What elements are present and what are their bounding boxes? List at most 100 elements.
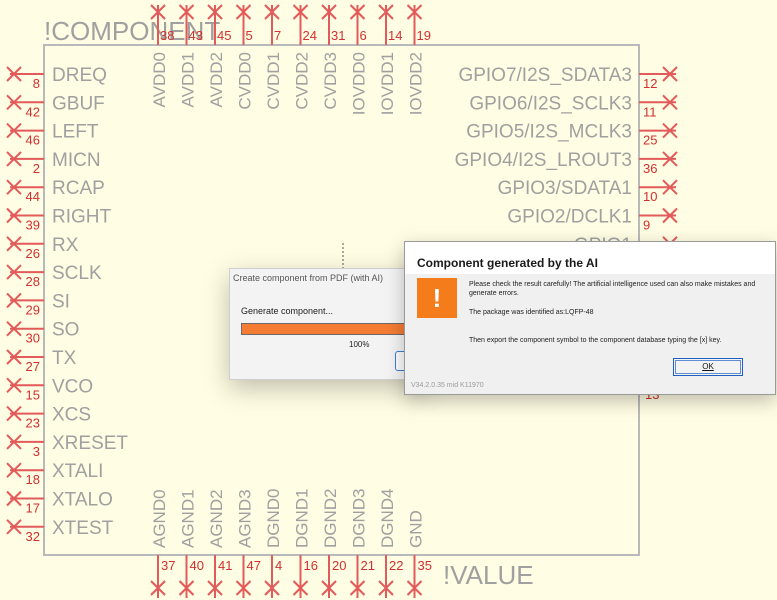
pin-name: AVDD2: [207, 52, 226, 107]
pin-number: 42: [26, 104, 40, 119]
component-name-label: !COMPONENT: [44, 16, 220, 46]
ok-button[interactable]: OK: [673, 358, 743, 376]
pin-number: 21: [361, 558, 375, 573]
progress-dialog-title: Create component from PDF (with AI): [233, 273, 384, 283]
pin-unconnected-marker[interactable]: [235, 4, 252, 20]
pin-unconnected-marker[interactable]: [6, 519, 22, 535]
pin-number: 11: [643, 104, 657, 119]
pin-unconnected-marker[interactable]: [6, 462, 22, 478]
pin-unconnected-marker[interactable]: [662, 151, 678, 167]
pin-name: DGND2: [321, 488, 340, 548]
pin-name: DGND4: [378, 488, 397, 548]
pin-number: 37: [161, 558, 175, 573]
pin-name: RIGHT: [52, 207, 112, 228]
pin-unconnected-marker[interactable]: [662, 122, 678, 139]
pin-number: 22: [389, 558, 403, 573]
pin-unconnected-marker[interactable]: [6, 122, 22, 139]
pin-number: 46: [26, 133, 40, 148]
pin-unconnected-marker[interactable]: [349, 580, 366, 596]
pin-number: 38: [160, 28, 174, 43]
pin-unconnected-marker[interactable]: [235, 580, 252, 596]
ai-result-dialog: Component generated by the AI ! Please c…: [404, 241, 776, 395]
pin-unconnected-marker[interactable]: [150, 4, 166, 20]
pin-unconnected-marker[interactable]: [207, 580, 223, 596]
pin-unconnected-marker[interactable]: [321, 4, 337, 20]
pin-unconnected-marker[interactable]: [378, 4, 394, 20]
pin-unconnected-marker[interactable]: [6, 434, 22, 450]
pin-name: AGND3: [236, 489, 255, 548]
pin-number: 27: [26, 359, 40, 374]
pin-number: 24: [303, 28, 317, 43]
pin-name: XTALO: [52, 490, 113, 511]
pin-unconnected-marker[interactable]: [6, 236, 22, 252]
pin-unconnected-marker[interactable]: [6, 66, 22, 82]
pin-number: 16: [304, 558, 318, 573]
pin-number: 10: [643, 189, 657, 204]
pin-unconnected-marker[interactable]: [6, 377, 22, 394]
pin-unconnected-marker[interactable]: [662, 207, 678, 224]
pin-number: 18: [26, 472, 40, 487]
pin-number: 12: [643, 76, 657, 91]
pin-name: RCAP: [52, 178, 105, 199]
pin-unconnected-marker[interactable]: [6, 490, 22, 507]
ai-dialog-header: Component generated by the AI: [405, 242, 775, 274]
pin-unconnected-marker[interactable]: [406, 580, 423, 596]
pin-name: MICN: [52, 150, 101, 171]
pin-name: CVDD2: [293, 52, 312, 110]
pin-name: DGND3: [350, 488, 369, 548]
progress-bar-fill: [242, 324, 425, 334]
pin-unconnected-marker[interactable]: [264, 4, 280, 20]
pin-unconnected-marker[interactable]: [6, 179, 22, 195]
pin-name: GBUF: [52, 93, 105, 114]
pin-unconnected-marker[interactable]: [6, 320, 22, 337]
version-label: V34.2.0.35 mid K11970: [411, 382, 484, 389]
pin-unconnected-marker[interactable]: [6, 264, 22, 280]
pin-unconnected-marker[interactable]: [6, 151, 22, 167]
pin-unconnected-marker[interactable]: [349, 4, 366, 20]
pin-unconnected-marker[interactable]: [378, 580, 394, 596]
pin-name: CVDD3: [321, 52, 340, 110]
progress-percent: 100%: [349, 340, 370, 349]
component-value-label: !VALUE: [443, 560, 534, 590]
pin-number: 4: [275, 558, 282, 573]
pin-name: GND: [407, 510, 426, 548]
pin-unconnected-marker[interactable]: [150, 580, 166, 596]
pin-name: AVDD0: [150, 52, 169, 107]
pin-name: RX: [52, 235, 79, 256]
pin-unconnected-marker[interactable]: [6, 405, 22, 422]
pin-name: IOVDD1: [378, 52, 397, 115]
pin-number: 5: [246, 28, 253, 43]
pin-unconnected-marker[interactable]: [292, 580, 309, 596]
pin-unconnected-marker[interactable]: [264, 580, 280, 596]
pin-name: SCLK: [52, 263, 102, 284]
pin-name: XCS: [52, 405, 91, 426]
pin-name: AGND0: [150, 489, 169, 548]
pin-name: DREQ: [52, 65, 107, 86]
pin-name: GPIO2/DCLK1: [507, 207, 632, 228]
pin-unconnected-marker[interactable]: [292, 4, 309, 20]
pin-name: AGND2: [207, 489, 226, 548]
ai-dialog-message-2: The package was identified as:LQFP-48: [469, 309, 594, 316]
pin-unconnected-marker[interactable]: [178, 580, 195, 596]
pin-number: 26: [26, 246, 40, 261]
pin-unconnected-marker[interactable]: [662, 179, 678, 195]
pin-name: SI: [52, 291, 70, 312]
pin-name: SO: [52, 320, 79, 341]
pin-name: XTEST: [52, 518, 114, 539]
pin-number: 20: [332, 558, 346, 573]
pin-number: 39: [26, 218, 40, 233]
pin-unconnected-marker[interactable]: [6, 292, 22, 309]
pin-unconnected-marker[interactable]: [406, 4, 423, 20]
pin-unconnected-marker[interactable]: [662, 94, 678, 111]
pin-unconnected-marker[interactable]: [178, 4, 195, 20]
pin-name: IOVDD2: [407, 52, 426, 115]
pin-number: 9: [643, 218, 650, 233]
pin-unconnected-marker[interactable]: [662, 66, 678, 82]
pin-number: 8: [33, 76, 40, 91]
pin-unconnected-marker[interactable]: [6, 349, 22, 365]
pin-unconnected-marker[interactable]: [6, 94, 22, 111]
pin-unconnected-marker[interactable]: [207, 4, 223, 20]
pin-name: DGND0: [264, 488, 283, 548]
pin-unconnected-marker[interactable]: [321, 580, 337, 596]
pin-unconnected-marker[interactable]: [6, 207, 22, 224]
